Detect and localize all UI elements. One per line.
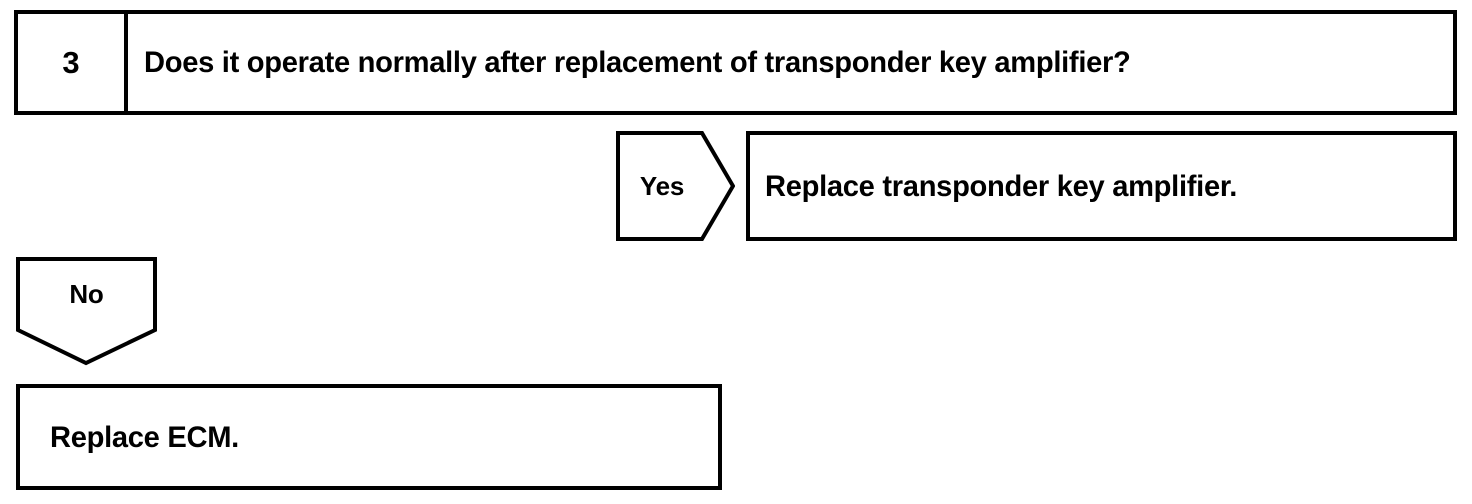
no-action-box: Replace ECM. <box>16 384 722 490</box>
step-number-cell: 3 <box>18 14 128 111</box>
step-question-cell: Does it operate normally after replaceme… <box>128 14 1453 111</box>
yes-action-box: Replace transponder key amplifier. <box>746 131 1457 241</box>
step-header-row: 3 Does it operate normally after replace… <box>14 10 1457 115</box>
step-question-text: Does it operate normally after replaceme… <box>144 46 1131 79</box>
step-number: 3 <box>62 45 80 80</box>
no-action-text: Replace ECM. <box>50 420 239 454</box>
yes-arrow-shape <box>616 131 735 241</box>
yes-action-text: Replace transponder key amplifier. <box>765 169 1238 203</box>
no-arrow-shape <box>16 257 157 366</box>
